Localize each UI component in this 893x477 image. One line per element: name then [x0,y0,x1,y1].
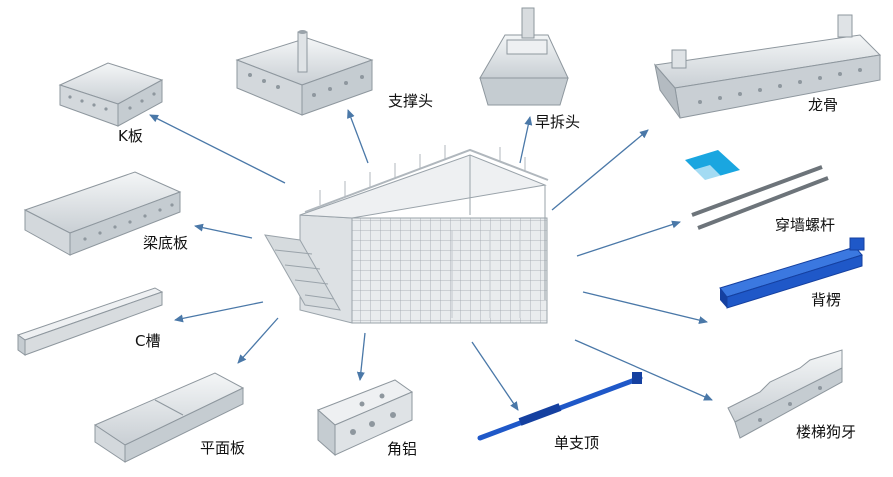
arrow-back-ridge [582,291,708,325]
angle-aluminum-image [317,379,414,457]
keel-image [654,14,882,119]
label-keel: 龙骨 [808,96,839,114]
label-early-strip-head: 早拆头 [535,113,581,131]
k-board-image [58,62,164,127]
arrow-tie-rod [576,220,681,257]
arrow-stair-dogtooth [574,339,713,401]
label-single-prop: 单支顶 [554,434,600,452]
early-strip-head-image [479,7,569,106]
back-ridge-image [719,237,865,309]
support-head-image [235,30,374,116]
arrow-c-channel [174,301,264,323]
center-structure-image [264,145,549,324]
arrow-flat-panel [237,317,279,364]
beam-bottom-board-image [23,171,182,256]
arrow-beam-bottom [194,223,253,239]
arrow-support-head [347,109,369,164]
label-stair-dogtooth: 楼梯狗牙 [796,423,857,441]
label-k-board: K板 [118,127,143,145]
tie-rod-image [685,150,829,230]
label-back-ridge: 背楞 [811,291,842,309]
label-angle-aluminum: 角铝 [387,440,418,458]
label-flat-panel: 平面板 [200,439,246,457]
single-prop-image [477,372,643,441]
label-tie-rod: 穿墙螺杆 [775,216,836,234]
stair-dogtooth-image [727,349,843,439]
label-beam-bottom: 梁底板 [143,234,189,252]
arrow-k-board [149,114,286,184]
arrow-early-strip-head [519,116,533,164]
arrow-angle-aluminum [356,332,366,381]
arrow-single-prop [471,341,519,411]
arrow-keel [551,129,649,211]
label-c-channel: C槽 [135,332,161,350]
flat-panel-image [93,372,245,463]
arrows [149,109,713,411]
label-support-head: 支撑头 [388,92,434,110]
c-channel-image [16,287,164,356]
